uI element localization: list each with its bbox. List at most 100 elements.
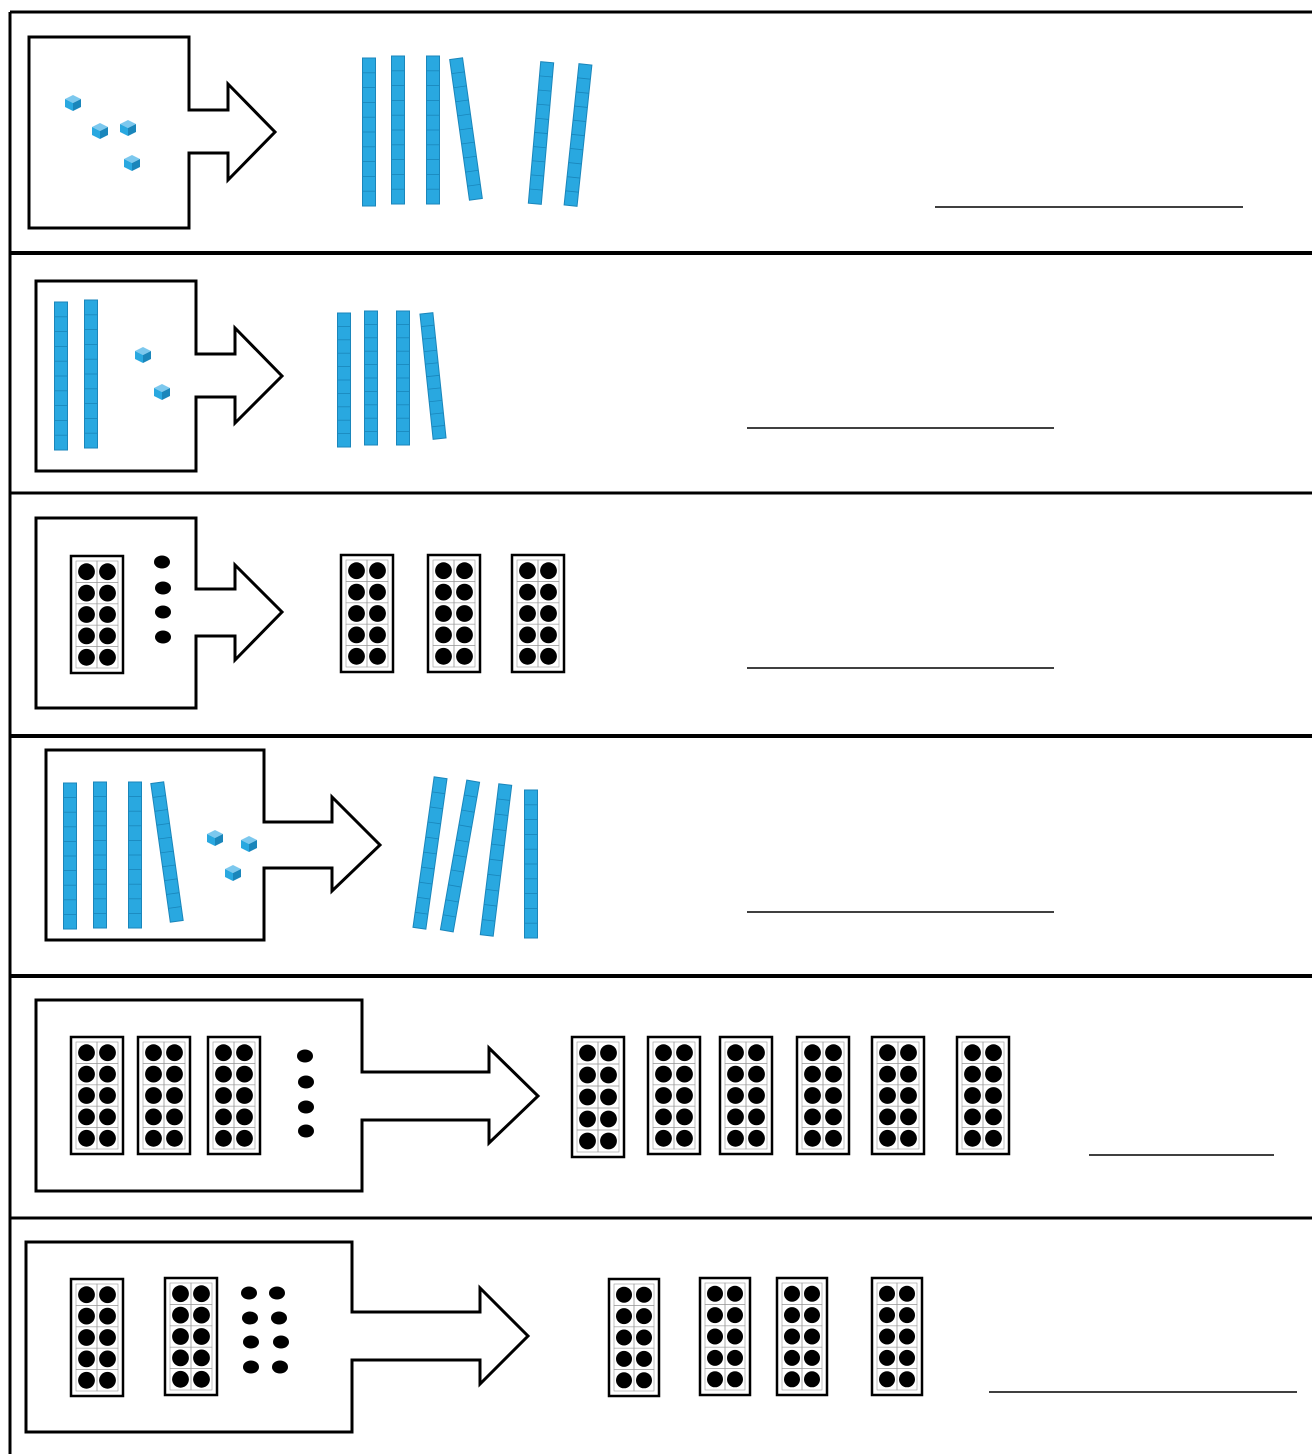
dot-icon bbox=[804, 1285, 820, 1302]
dot-icon bbox=[825, 1108, 842, 1126]
dot-icon bbox=[727, 1307, 743, 1324]
dot-icon bbox=[78, 1350, 95, 1368]
dot-icon bbox=[456, 562, 473, 580]
dot-icon bbox=[215, 1108, 232, 1126]
dot-icon bbox=[804, 1371, 820, 1388]
dot-icon bbox=[579, 1132, 596, 1150]
dot-icon bbox=[616, 1308, 632, 1325]
ten-rod-icon bbox=[128, 781, 142, 929]
dot-icon bbox=[964, 1065, 981, 1083]
dot-icon bbox=[193, 1306, 210, 1324]
dot-icon bbox=[99, 1087, 116, 1104]
ten-rod-icon bbox=[449, 57, 483, 201]
dot-icon bbox=[825, 1129, 842, 1147]
dot-icon bbox=[172, 1349, 189, 1367]
dot-icon bbox=[78, 606, 95, 623]
dot-icon bbox=[155, 630, 171, 644]
dot-icon bbox=[166, 1065, 183, 1083]
dot-icon bbox=[636, 1329, 652, 1346]
dot-icon bbox=[99, 1044, 116, 1062]
dot-icon bbox=[78, 1329, 95, 1346]
dot-icon bbox=[297, 1049, 313, 1063]
dot-icon bbox=[145, 1087, 162, 1104]
dot-icon bbox=[825, 1044, 842, 1062]
unit-cube-icon bbox=[65, 95, 81, 111]
ten-frame-icon bbox=[870, 1276, 924, 1397]
row-2-manipulatives bbox=[54, 299, 447, 451]
dot-icon bbox=[99, 1065, 116, 1083]
ten-frame-icon bbox=[69, 554, 125, 675]
ten-rod-icon bbox=[84, 299, 98, 449]
dot-icon bbox=[900, 1129, 917, 1147]
dot-icon bbox=[784, 1328, 800, 1345]
ten-frame-icon bbox=[69, 1035, 125, 1156]
dot-icon bbox=[155, 581, 171, 595]
dot-icon bbox=[804, 1044, 821, 1062]
dot-icon bbox=[172, 1328, 189, 1345]
dot-icon bbox=[78, 1286, 95, 1304]
unit-cube-icon bbox=[135, 347, 151, 363]
dot-icon bbox=[804, 1349, 820, 1366]
dot-icon bbox=[825, 1087, 842, 1104]
dot-icon bbox=[600, 1066, 617, 1084]
dot-icon bbox=[579, 1088, 596, 1106]
dot-icon bbox=[784, 1349, 800, 1366]
dot-icon bbox=[236, 1044, 253, 1062]
ten-rod-icon bbox=[391, 55, 405, 205]
dot-icon bbox=[456, 583, 473, 601]
dot-icon bbox=[707, 1328, 723, 1345]
dot-icon bbox=[804, 1087, 821, 1104]
ten-rod-icon bbox=[93, 781, 107, 929]
dot-icon bbox=[241, 1286, 257, 1300]
dot-icon bbox=[99, 1108, 116, 1126]
dot-icon bbox=[825, 1065, 842, 1083]
ten-frame-icon bbox=[795, 1035, 851, 1156]
dot-icon bbox=[369, 583, 386, 601]
ten-frame-icon bbox=[570, 1035, 626, 1159]
dot-icon bbox=[879, 1129, 896, 1147]
dot-icon bbox=[78, 1087, 95, 1104]
ten-frame-icon bbox=[955, 1035, 1011, 1156]
dot-icon bbox=[655, 1108, 672, 1126]
dot-icon bbox=[78, 1108, 95, 1126]
dot-icon bbox=[215, 1087, 232, 1104]
ten-frame-icon bbox=[136, 1035, 192, 1156]
dot-icon bbox=[879, 1087, 896, 1104]
dot-icon bbox=[879, 1307, 895, 1324]
dot-icon bbox=[166, 1087, 183, 1104]
dot-icon bbox=[172, 1370, 189, 1388]
dot-icon bbox=[727, 1371, 743, 1388]
dot-icon bbox=[784, 1285, 800, 1302]
row-3-manipulatives bbox=[69, 553, 566, 675]
dot-icon bbox=[298, 1124, 314, 1138]
worksheet-grid bbox=[8, 10, 1312, 1454]
dot-icon bbox=[348, 583, 365, 601]
dot-icon bbox=[636, 1350, 652, 1367]
dot-icon bbox=[676, 1087, 693, 1104]
dot-icon bbox=[540, 562, 557, 580]
dot-icon bbox=[707, 1349, 723, 1366]
dot-icon bbox=[985, 1044, 1002, 1062]
dot-icon bbox=[435, 583, 452, 601]
dot-icon bbox=[215, 1044, 232, 1062]
dot-icon bbox=[145, 1129, 162, 1147]
dot-icon bbox=[616, 1286, 632, 1303]
dot-icon bbox=[655, 1065, 672, 1083]
dot-icon bbox=[540, 583, 557, 601]
dot-icon bbox=[193, 1349, 210, 1367]
ten-rod-icon bbox=[396, 310, 410, 446]
dot-icon bbox=[727, 1044, 744, 1062]
dot-icon bbox=[99, 563, 116, 581]
dot-icon bbox=[271, 1311, 287, 1325]
ten-frame-icon bbox=[607, 1277, 661, 1398]
dot-icon bbox=[435, 626, 452, 644]
dot-icon bbox=[616, 1350, 632, 1367]
dot-icon bbox=[727, 1108, 744, 1126]
dot-icon bbox=[99, 584, 116, 602]
dot-icon bbox=[99, 606, 116, 623]
arrow-icon bbox=[34, 279, 285, 473]
dot-icon bbox=[99, 1286, 116, 1304]
dot-icon bbox=[727, 1328, 743, 1345]
